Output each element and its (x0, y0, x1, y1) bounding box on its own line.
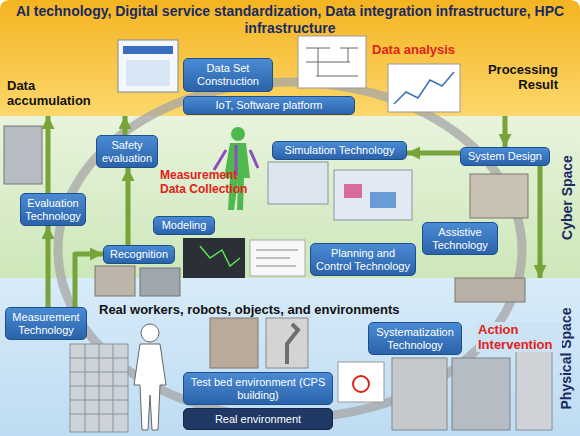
simulation-block (370, 192, 396, 208)
box-text: Recognition (110, 248, 168, 261)
flow-label: Processing Result (456, 62, 560, 92)
box-text: Data Set Construction (188, 62, 268, 88)
machine-photo (4, 126, 42, 184)
robot-photo (455, 278, 525, 302)
human-outline (134, 344, 166, 430)
robot-photo (452, 358, 510, 430)
planning-lines (256, 250, 298, 266)
process-box: Data Set Construction (183, 58, 273, 92)
region-label: Real workers, robots, objects, and envir… (97, 302, 402, 317)
diagram-image (298, 36, 366, 88)
data-band-ground (0, 0, 580, 116)
worker-photo (95, 266, 135, 296)
flow-arrow (75, 254, 103, 307)
screenshot-panel (126, 60, 170, 86)
screenshot (118, 40, 178, 92)
box-text: Systematization Technology (373, 326, 457, 352)
process-box: Planning and Control Technology (310, 243, 416, 276)
recognition-photo (183, 238, 245, 278)
box-text: Safety evaluation (101, 139, 153, 165)
process-box: Recognition (103, 245, 175, 264)
process-box: Assistive Technology (422, 222, 498, 255)
graph-image (388, 64, 460, 112)
box-text: Measurement Technology (10, 311, 82, 337)
flow-arrow (123, 116, 128, 135)
robot-photo (392, 358, 447, 430)
box-text: Modeling (162, 219, 207, 232)
simulation-screen (334, 170, 412, 220)
crack-marker (353, 376, 369, 392)
box-text: Simulation Technology (285, 144, 395, 157)
box-text: Real environment (215, 413, 301, 426)
robot-arm (287, 324, 298, 364)
flow-arrow (46, 226, 51, 307)
flow-arrow (503, 116, 508, 147)
device-photo (470, 174, 528, 218)
band-title: AI technology, Digital service standardi… (10, 3, 570, 37)
process-box: Real environment (183, 408, 333, 430)
skeleton-lines (200, 246, 240, 266)
band-title: Cyber Space (558, 155, 575, 240)
process-box: Safety evaluation (96, 135, 158, 168)
flow-arrow (126, 168, 131, 245)
figure-head (231, 127, 245, 141)
screenshot-bar (123, 46, 173, 54)
object-photo (140, 268, 180, 296)
robot-photo (516, 350, 552, 430)
box-text: Test bed environment (CPS building) (188, 376, 328, 402)
human-head (141, 324, 159, 342)
crack-screen (338, 362, 384, 402)
flow-label: Action Intervention (476, 322, 562, 352)
process-box: Simulation Technology (272, 141, 407, 160)
physical-band-ground (0, 278, 580, 436)
flow-label: Measurement Data Collection (158, 168, 262, 196)
box-text: Assistive Technology (427, 226, 493, 252)
flow-arrow (538, 166, 543, 278)
box-text: IoT, Software platform (216, 99, 323, 112)
building-photo (70, 344, 128, 432)
graph-line (394, 72, 454, 104)
simulation-block (344, 184, 362, 198)
box-text: System Design (468, 150, 542, 163)
process-box: Evaluation Technology (20, 193, 86, 226)
robot-arm-photo (266, 318, 308, 368)
process-box: System Design (460, 147, 550, 166)
simulation-screen (268, 162, 328, 204)
process-box: Measurement Technology (5, 307, 87, 340)
process-box: IoT, Software platform (183, 96, 355, 115)
building-grid (70, 344, 128, 432)
flow-label: Data accumulation (5, 78, 99, 108)
process-box: Test bed environment (CPS building) (183, 372, 333, 405)
process-box: Modeling (153, 216, 215, 235)
workers-photo (210, 318, 258, 368)
cyber-band: Cyber Space Safety evaluation Simulation T… (0, 116, 580, 278)
box-text: Evaluation Technology (25, 197, 81, 223)
diagram-lines (306, 48, 358, 76)
flow-label: Data analysis (370, 42, 457, 57)
box-text: Planning and Control Technology (315, 247, 411, 273)
planning-screen (250, 240, 305, 276)
process-box: Systematization Technology (368, 322, 462, 355)
flow-arrow (46, 116, 51, 193)
flow-arrow (407, 151, 460, 156)
